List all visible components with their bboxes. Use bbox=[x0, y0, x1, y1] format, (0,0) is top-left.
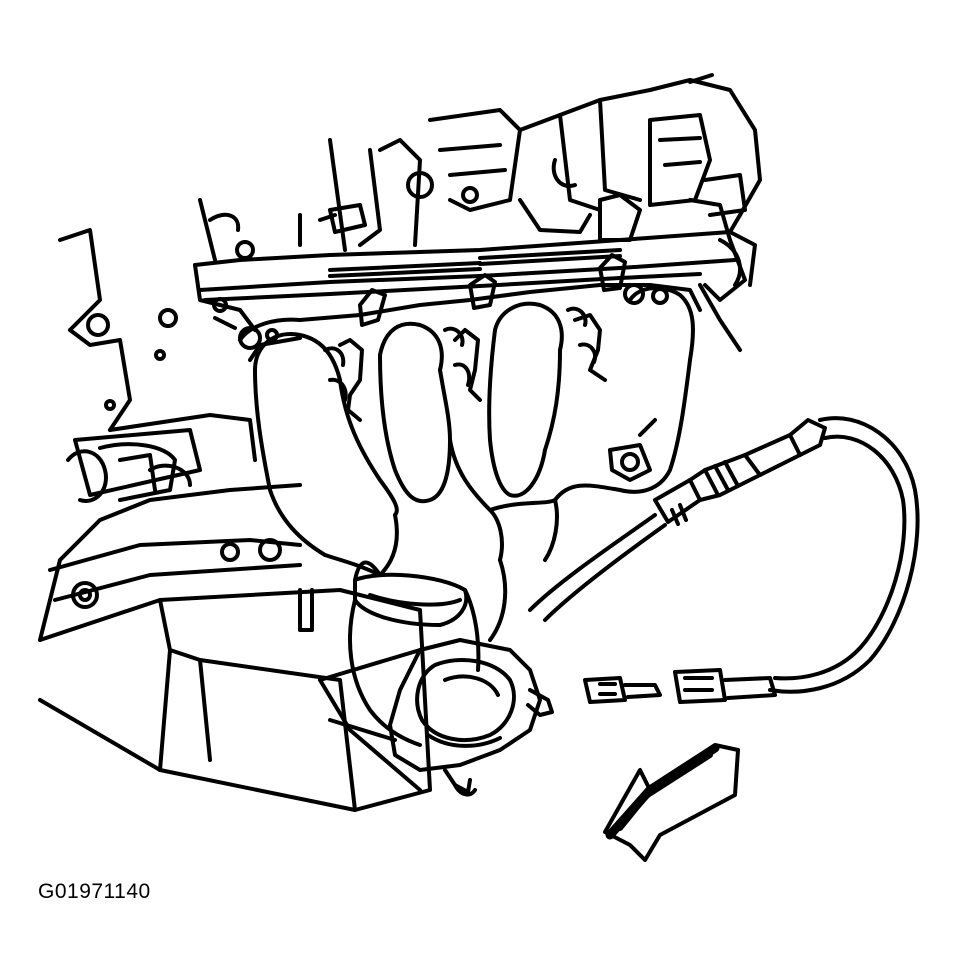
exhaust-manifold bbox=[238, 253, 702, 577]
front-direction-arrow-icon bbox=[603, 743, 740, 862]
figure-id-label: G01971140 bbox=[38, 880, 151, 903]
oxygen-sensor bbox=[528, 416, 920, 704]
catalytic-converter bbox=[318, 558, 554, 797]
engine-block bbox=[38, 73, 762, 812]
